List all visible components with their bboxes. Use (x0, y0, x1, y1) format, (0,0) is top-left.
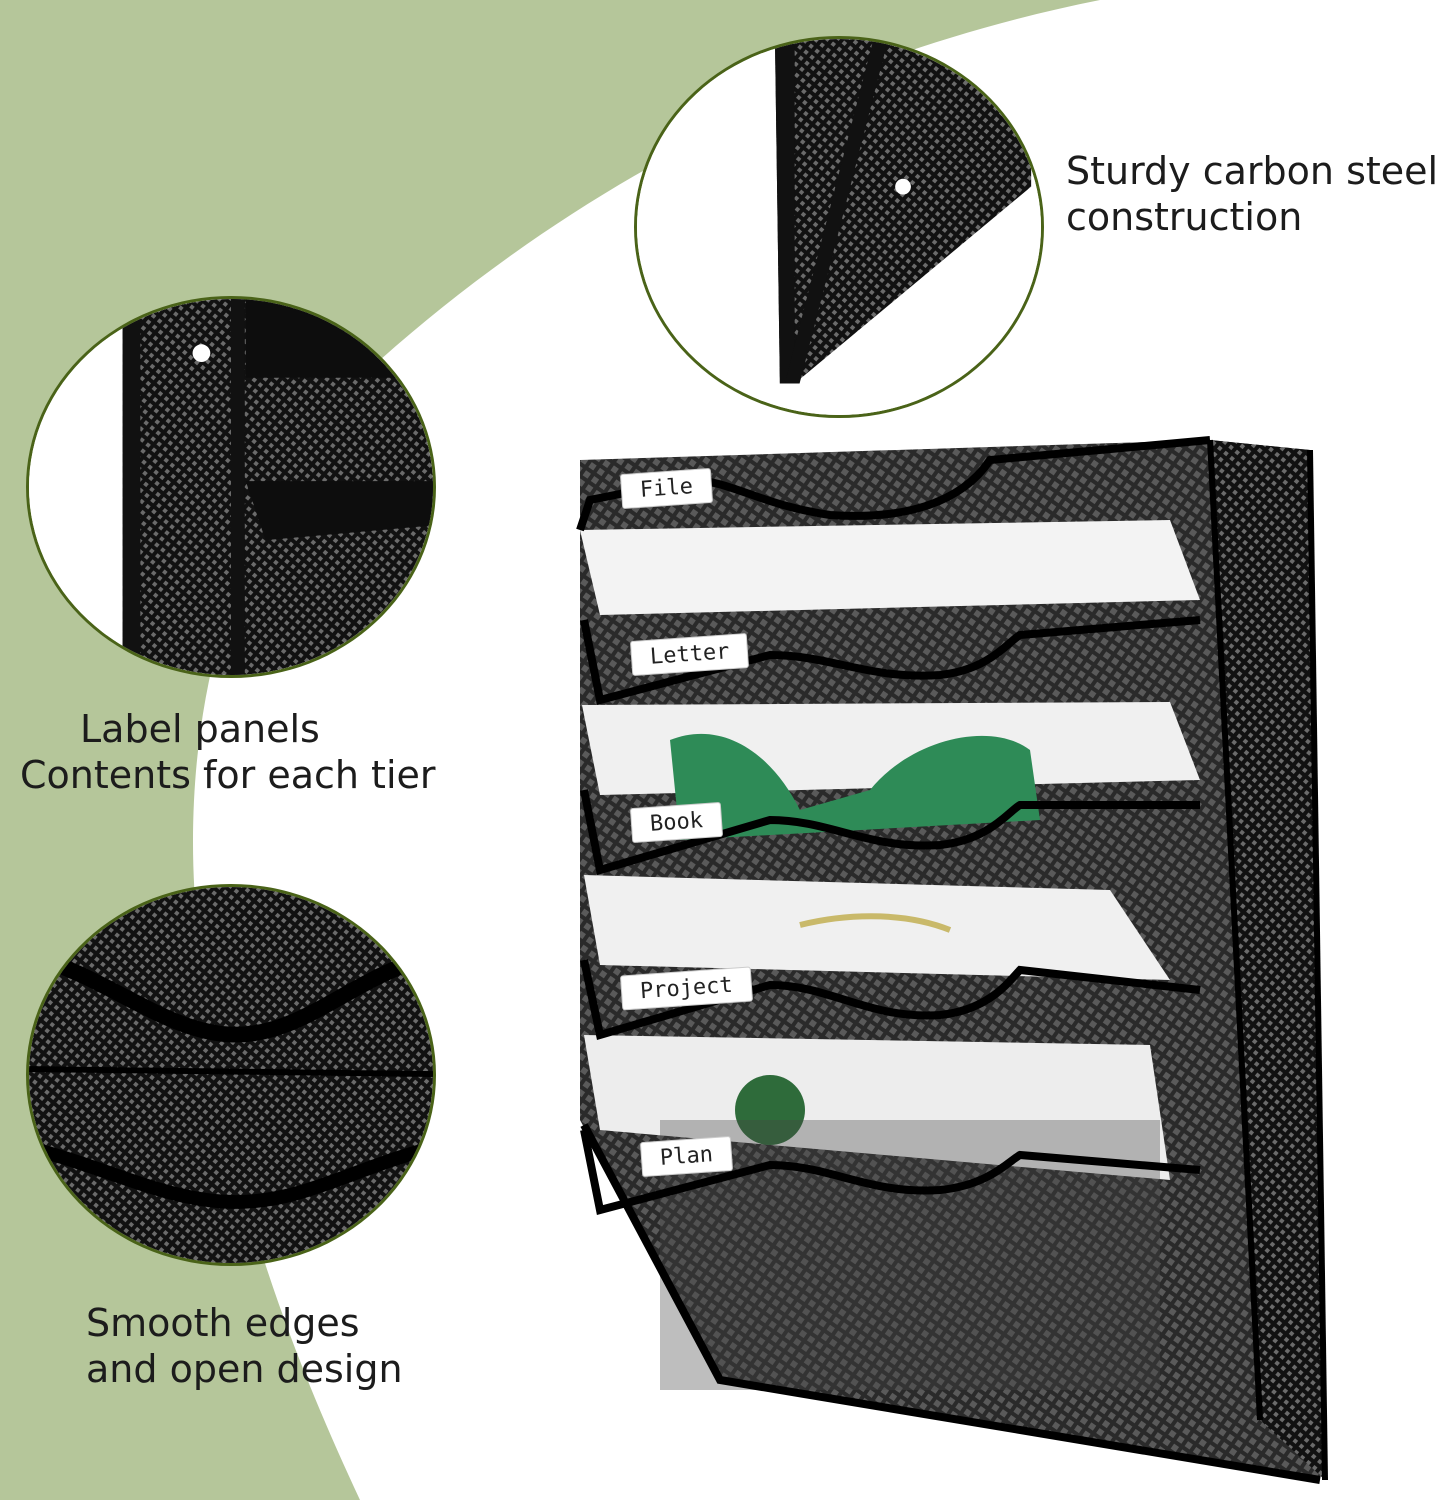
paper-sheet-1 (580, 520, 1200, 615)
detail-circle-smooth-edges (26, 884, 436, 1266)
paper-sheet-3 (584, 875, 1170, 980)
caption-label-panels-line1: Label panels (80, 707, 320, 751)
tier-label-file: File (620, 468, 713, 509)
detail-circle-construction (634, 36, 1044, 418)
tier-label-book: Book (630, 802, 723, 843)
caption-smooth-edges: Smooth edges and open design (86, 1300, 403, 1392)
organizer-side-panel (1210, 440, 1325, 1480)
caption-construction: Sturdy carbon steel construction (1066, 148, 1438, 240)
caption-construction-line1: Sturdy carbon steel (1066, 149, 1439, 193)
caption-label-panels: Label panels Contents for each tier (20, 706, 436, 798)
paper-sheet-4 (584, 1035, 1170, 1180)
detail-circle-label-panels (26, 296, 436, 678)
caption-smooth-edges-line1: Smooth edges (86, 1301, 360, 1345)
file-organizer-image: File Letter Book Project Plan (570, 420, 1340, 1490)
caption-smooth-edges-line2: and open design (86, 1347, 403, 1391)
tier-fronts (576, 436, 1321, 1484)
caption-construction-line2: construction (1066, 195, 1303, 239)
tier-label-plan: Plan (640, 1136, 733, 1177)
caption-label-panels-line2: Contents for each tier (20, 753, 436, 797)
